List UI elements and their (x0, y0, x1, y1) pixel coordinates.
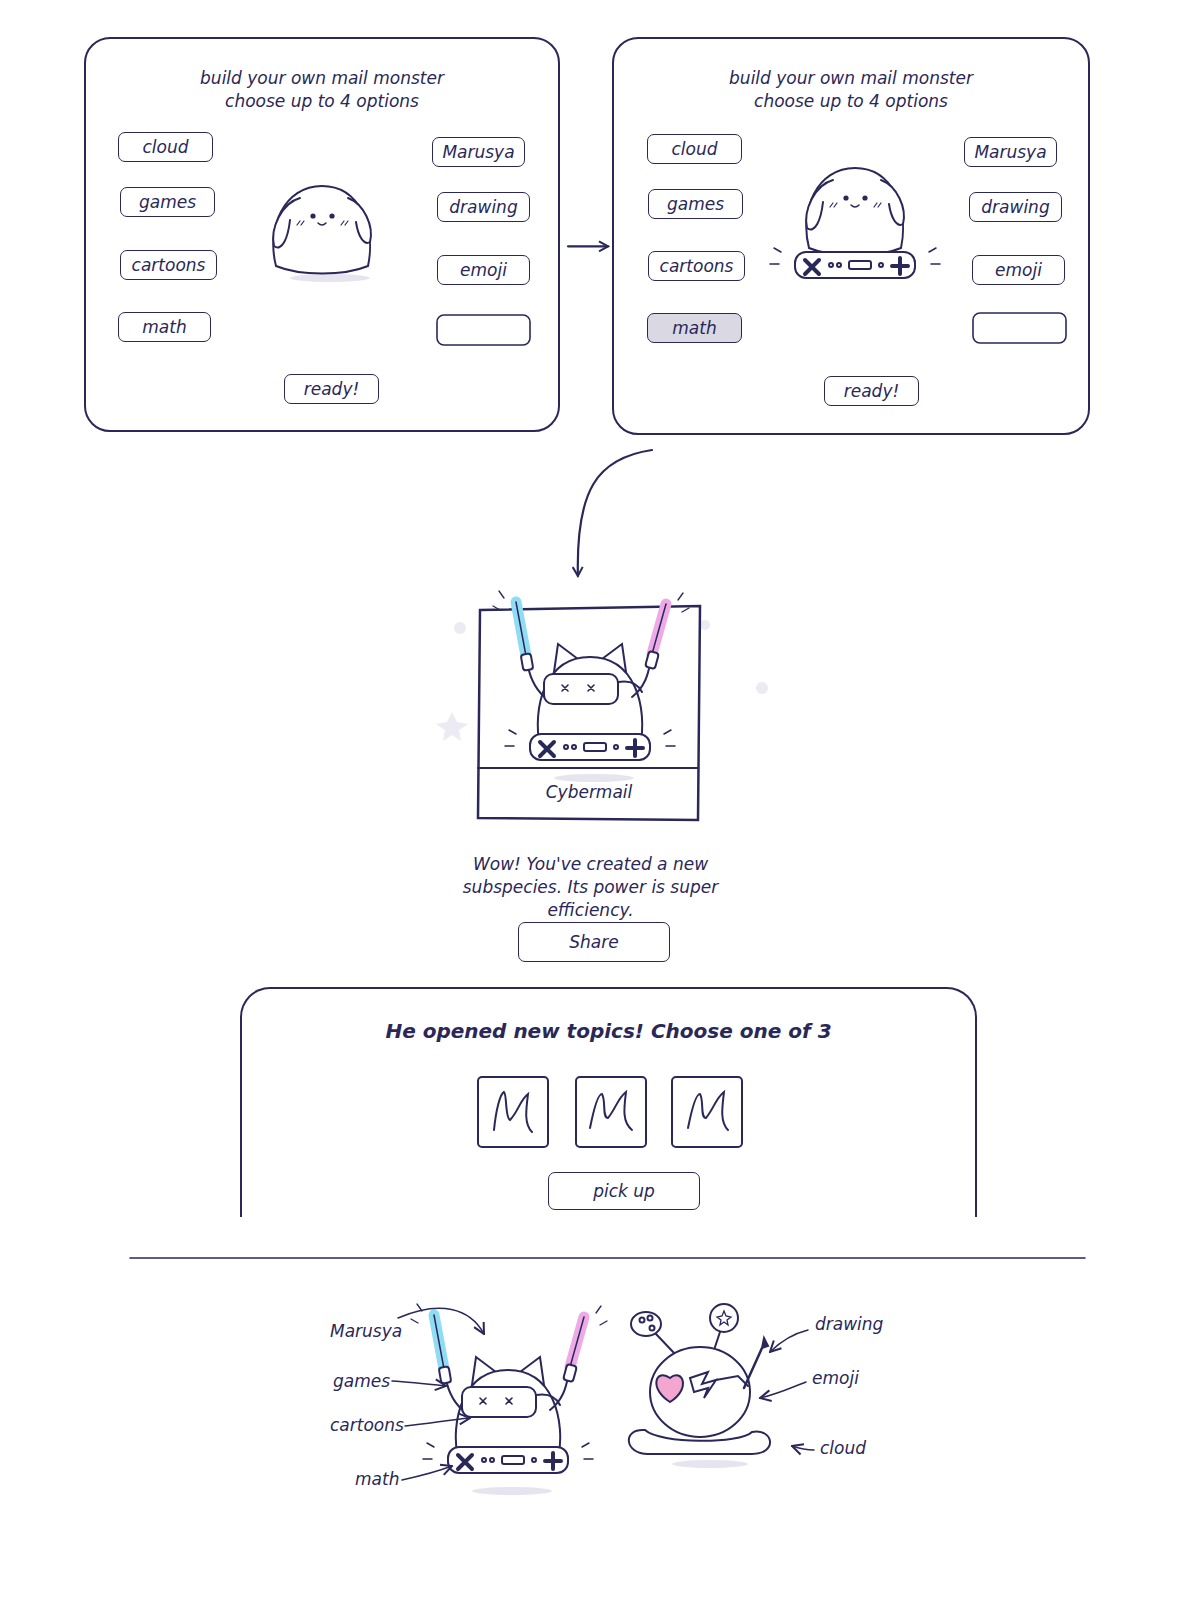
button-label: games (139, 192, 196, 212)
button-label: games (667, 194, 724, 214)
option-button: math (647, 313, 742, 343)
option-button: drawing (437, 192, 530, 222)
option-button: emoji (437, 255, 530, 285)
button-label: cloud (671, 139, 717, 159)
option-button: games (120, 187, 215, 217)
option-button: ready! (284, 374, 379, 404)
button-label: emoji (460, 260, 507, 280)
option-button: pick up (548, 1172, 700, 1210)
button-label: drawing (449, 197, 517, 217)
heading: build your own mail monster choose up to… (189, 67, 455, 113)
part-label: Marusya (330, 1320, 402, 1343)
button-label: emoji (995, 260, 1042, 280)
panel-box: build your own mail monster choose up to… (612, 37, 1090, 435)
part-label: drawing (815, 1313, 883, 1336)
button-label: cartoons (660, 256, 734, 276)
part-label: games (333, 1370, 390, 1393)
option-button: cloud (647, 134, 742, 164)
result-message: Wow! You've created a new subspecies. It… (423, 853, 758, 922)
button-label: Marusya (442, 142, 514, 162)
heading: He opened new topics! Choose one of 3 (242, 1019, 975, 1043)
option-button: math (118, 312, 211, 342)
part-label: cartoons (330, 1414, 404, 1437)
option-button: emoji (972, 255, 1065, 285)
option-button: cartoons (120, 250, 217, 280)
button-label: cloud (142, 137, 188, 157)
button-label: ready! (844, 381, 900, 401)
option-button: ready! (824, 376, 919, 406)
flow-arrow (578, 450, 652, 576)
button-label: math (142, 317, 186, 337)
card-name: Cybermail (478, 768, 700, 816)
part-label: cloud (820, 1437, 866, 1460)
option-button: Marusya (432, 137, 525, 167)
option-button: cloud (118, 132, 213, 162)
part-label: emoji (812, 1367, 859, 1390)
option-button: Share (518, 922, 670, 962)
card-box: Cybermail (478, 608, 700, 820)
panel-box: build your own mail monster choose up to… (84, 37, 560, 432)
topics-box: He opened new topics! Choose one of 3 pic… (240, 987, 977, 1217)
option-button: cartoons (648, 251, 745, 281)
flow-arrow (568, 245, 608, 247)
button-label: pick up (593, 1181, 655, 1201)
button-label: ready! (304, 379, 360, 399)
part-label: math (355, 1468, 399, 1491)
option-button: games (648, 189, 743, 219)
option-button: Marusya (964, 137, 1057, 167)
button-label: Share (569, 932, 618, 952)
button-label: cartoons (132, 255, 206, 275)
option-button: drawing (969, 192, 1062, 222)
button-label: drawing (981, 197, 1049, 217)
heading: build your own mail monster choose up to… (718, 67, 984, 113)
button-label: Marusya (974, 142, 1046, 162)
button-label: math (672, 318, 716, 338)
